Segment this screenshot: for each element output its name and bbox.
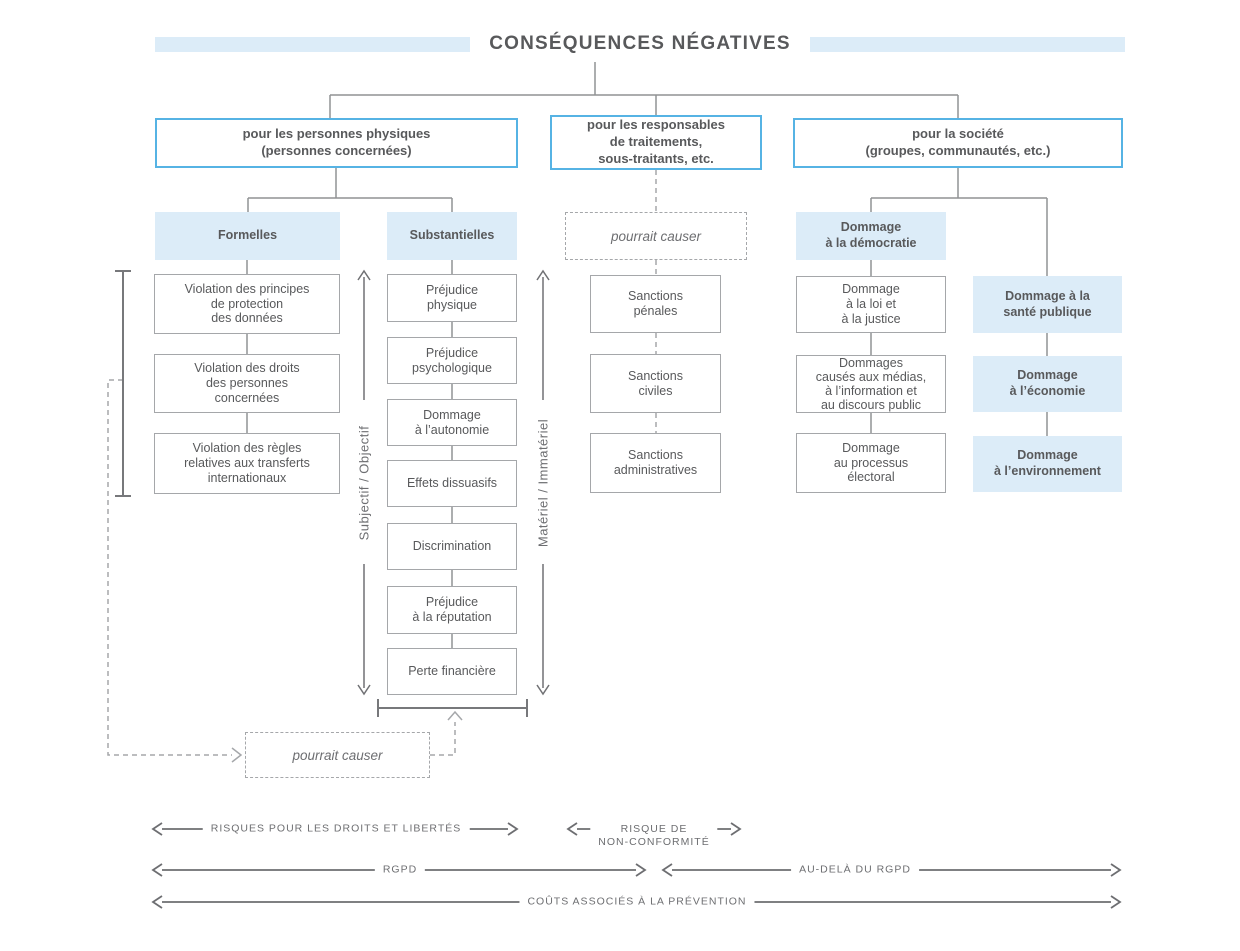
substantielles-header: Substantielles [387, 212, 517, 260]
substantielles-item: Discrimination [387, 523, 517, 570]
substantielles-item: Perte financière [387, 648, 517, 695]
societe-impact-item: Dommage à la santé publique [973, 276, 1122, 333]
formelles-item: Violation des principes de protection de… [154, 274, 340, 334]
formelles-item: Violation des règles relatives aux trans… [154, 433, 340, 494]
substantielles-item: Dommage à l’autonomie [387, 399, 517, 446]
sanction-item: Sanctions civiles [590, 354, 721, 413]
branch-box-responsables: pour les responsables de traitements, so… [550, 115, 762, 170]
democratie-item: Dommage au processus électoral [796, 433, 946, 493]
substantielles-item: Préjudice à la réputation [387, 586, 517, 634]
substantielles-item: Préjudice physique [387, 274, 517, 322]
formelles-header: Formelles [155, 212, 340, 260]
democratie-item: Dommage à la loi et à la justice [796, 276, 946, 333]
footer-label-couts: COÛTS ASSOCIÉS À LA PRÉVENTION [519, 895, 755, 909]
title-bar-right [810, 37, 1125, 52]
formelles-item: Violation des droits des personnes conce… [154, 354, 340, 413]
societe-impact-item: Dommage à l’économie [973, 356, 1122, 412]
branch-box-societe: pour la société (groupes, communautés, e… [793, 118, 1123, 168]
axis-label-materiel-immateriel: Matériel / Immatériel [535, 418, 551, 548]
societe-impact-item: Dommage à l’environnement [973, 436, 1122, 492]
footer-label-rgpd: RGPD [374, 863, 426, 877]
page-title: CONSÉQUENCES NÉGATIVES [489, 33, 791, 54]
substantielles-item: Préjudice psychologique [387, 337, 517, 384]
could-cause-box-bottom: pourrait causer [245, 732, 430, 778]
footer-label-non-conformite: RISQUE DE NON-CONFORMITÉ [590, 822, 718, 850]
democratie-header: Dommage à la démocratie [796, 212, 946, 260]
footer-label-risques: RISQUES POUR LES DROITS ET LIBERTÉS [202, 822, 470, 836]
substantielles-item: Effets dissuasifs [387, 460, 517, 507]
title-bar-left [155, 37, 470, 52]
sanction-item: Sanctions pénales [590, 275, 721, 333]
sanction-item: Sanctions administratives [590, 433, 721, 493]
footer-label-au-dela: AU-DELÀ DU RGPD [791, 863, 919, 877]
axis-label-subjectif-objectif: Subjectif / Objectif [356, 425, 372, 541]
could-cause-box-top: pourrait causer [565, 212, 747, 260]
branch-box-personnes: pour les personnes physiques (personnes … [155, 118, 518, 168]
democratie-item: Dommages causés aux médias, à l’informat… [796, 355, 946, 413]
